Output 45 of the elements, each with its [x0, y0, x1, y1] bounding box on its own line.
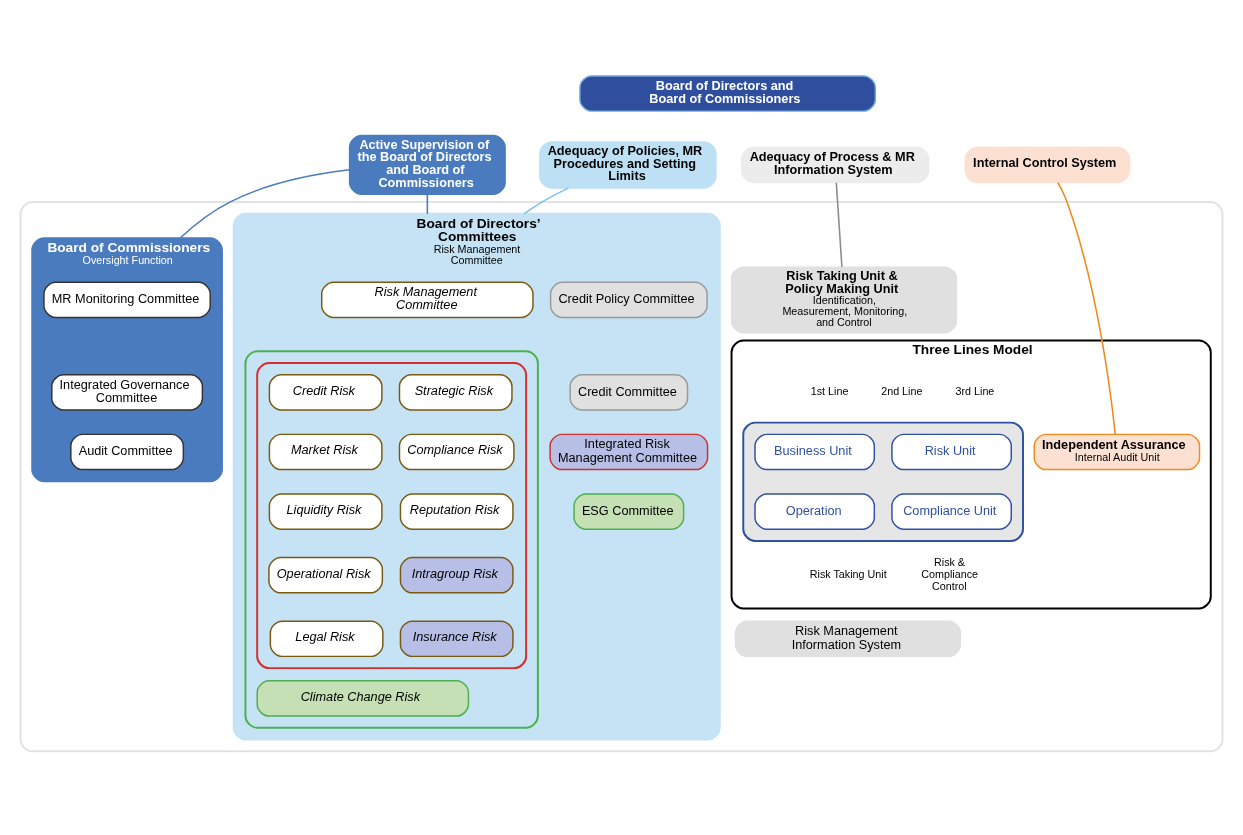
node-box: Business Unit: [754, 433, 876, 471]
node-box: Reputation Risk: [399, 493, 514, 530]
label: Risk & Compliance Control: [921, 556, 979, 592]
cluster: [742, 421, 1024, 542]
node-box: Operation: [754, 493, 876, 530]
label: 3rd Line: [955, 385, 995, 398]
node-box: Integrated Risk Management Committee: [549, 433, 709, 471]
node-box: Internal Control System: [964, 146, 1131, 184]
connector: [426, 193, 429, 215]
node-box: Risk Unit: [891, 433, 1012, 471]
node-box: Credit Risk: [268, 373, 383, 411]
node-box: Adequacy of Process & MR Information System: [741, 146, 930, 184]
node-box: Intragroup Risk: [399, 556, 514, 594]
connector: [1057, 181, 1117, 435]
connector: [523, 187, 570, 215]
node-box: Adequacy of Policies, MR Procedures and Setting Limits: [539, 141, 717, 189]
node-box: Risk Taking Unit & Policy Making Unit Identification, Measurement, Monitoring, and Control: [730, 266, 958, 334]
node-box: Risk Management Information System: [734, 620, 962, 658]
node-box: ESG Committee: [573, 493, 685, 530]
node-box: Active Supervision of the Board of Directors and Board of Commissioners: [348, 134, 506, 195]
node-box: Credit Policy Committee: [549, 281, 708, 319]
node-box: Board of Directors and Board of Commissioners: [579, 75, 877, 112]
node-box: Audit Committee: [70, 433, 185, 471]
node-box: Insurance Risk: [399, 620, 514, 658]
cluster: [19, 201, 1224, 753]
node-box: Compliance Unit: [891, 493, 1012, 530]
connector: [835, 181, 843, 268]
node-box: Strategic Risk: [398, 373, 513, 411]
node-box: Integrated Governance Committee: [51, 373, 204, 411]
node-box: Legal Risk: [269, 620, 384, 658]
cluster: [244, 350, 539, 729]
node-box: Independent Assurance Internal Audit Unit: [1033, 433, 1201, 471]
label: 1st Line: [810, 385, 849, 398]
label: 2nd Line: [881, 385, 923, 398]
cluster: [256, 362, 528, 670]
label: Risk Taking Unit: [809, 567, 887, 580]
node-box: Compliance Risk: [398, 433, 515, 471]
node-box: Climate Change Risk: [256, 680, 470, 717]
node-box: Risk Management Committee: [321, 281, 534, 319]
node-box: Operational Risk: [268, 556, 384, 594]
node-box: Credit Committee: [569, 373, 689, 411]
node-box: MR Monitoring Committee: [43, 281, 211, 319]
node-box: Liquidity Risk: [268, 493, 383, 530]
connector: [179, 169, 351, 240]
node-box: Market Risk: [268, 433, 383, 471]
